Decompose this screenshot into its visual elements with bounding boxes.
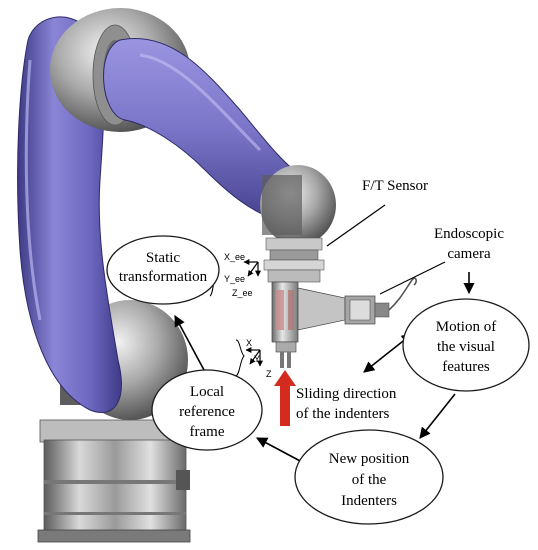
sliding-direction-arrow: [274, 370, 296, 426]
local-frame: X Y Z: [235, 338, 272, 379]
ft-sensor-stack: [263, 237, 325, 283]
newpos-line3: Indenters: [341, 493, 397, 509]
local-line1: Local: [190, 384, 224, 400]
endoscopic-label-line2: camera: [447, 246, 491, 262]
local-line2: reference: [179, 404, 235, 420]
ee-y-label: Y_ee: [224, 274, 245, 284]
local-reference-frame-bubble: Local reference frame: [151, 369, 263, 451]
static-line2: transformation: [119, 269, 208, 285]
local-x-label: X: [246, 338, 252, 348]
local-y-label: Y: [254, 354, 260, 364]
sliding-label-line1: Sliding direction: [296, 386, 397, 402]
sliding-label-line2: of the indenters: [296, 406, 389, 422]
ft-sensor-leader: [326, 204, 386, 247]
local-z-label: Z: [266, 369, 272, 379]
newpos-line2: of the: [352, 472, 387, 488]
local-line3: frame: [190, 424, 225, 440]
endoscopic-label-line1: Endoscopic: [434, 226, 504, 242]
motion-line2: the visual: [437, 339, 495, 355]
camera-leader: [379, 261, 446, 295]
motion-line3: features: [442, 359, 490, 375]
static-transformation-bubble: Static transformation: [106, 235, 220, 305]
indenter-tool: [271, 281, 299, 368]
ee-z-label: Z_ee: [232, 288, 253, 298]
ee-x-label: X_ee: [224, 252, 245, 262]
wrist-joint: [260, 165, 336, 245]
arrow-newpos-to-local: [256, 437, 303, 463]
endoscopic-camera-mount: [297, 277, 417, 331]
motion-visual-features-bubble: Motion of the visual features: [402, 298, 530, 392]
new-position-bubble: New position of the Indenters: [294, 429, 444, 525]
ft-sensor-label: F/T Sensor: [362, 178, 428, 194]
motion-line1: Motion of: [436, 319, 496, 335]
arrow-local-to-static: [174, 315, 205, 371]
newpos-line1: New position: [329, 451, 410, 467]
static-line1: Static: [146, 250, 181, 266]
robot-base: [37, 419, 191, 543]
arrow-motion-to-newpos: [419, 393, 456, 439]
